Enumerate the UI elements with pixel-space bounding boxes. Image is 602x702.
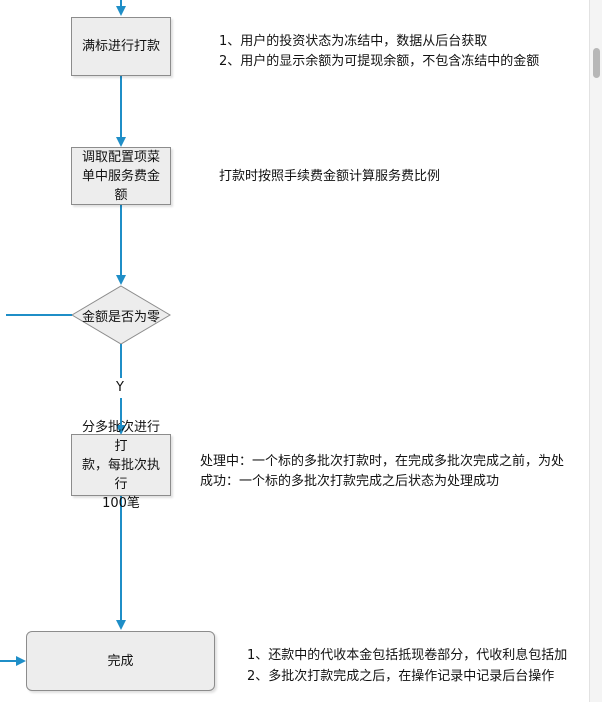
note-batch-line2: 成功：一个标的多批次打款完成之后状态为处理成功 [200,474,500,489]
node-full-bid-label: 满标进行打款 [81,39,160,54]
scrollbar-thumb[interactable] [593,48,600,78]
note-batch-line1: 处理中：一个标的多批次打款时，在完成多批次完成之前，为处 [200,454,565,469]
note-fee-config: 打款时按照手续费金额计算服务费比例 [219,169,441,184]
node-fee-config[interactable]: 调取配置项菜单中服务费金额 [71,147,171,205]
decision-label: 金额是否为零 [81,310,160,325]
note-full-bid-line1: 1、用户的投资状态为冻结中，数据从后台获取 [219,34,488,49]
node-complete[interactable]: 完成 [26,631,215,691]
vertical-scrollbar[interactable] [589,0,602,702]
node-batch-label-line1: 分多批次进行打 [81,419,160,454]
note-complete-line1: 1、还款中的代收本金包括抵现卷部分，代收利息包括加 [247,648,568,663]
node-full-bid-payout[interactable]: 满标进行打款 [71,17,171,76]
node-complete-label: 完成 [107,653,134,669]
node-batch-label-line3: 100笔 [102,495,140,511]
note-complete-line2: 2、多批次打款完成之后，在操作记录中记录后台操作 [247,669,555,684]
node-batch-label-line2: 款，每批次执行 [81,457,160,492]
edge-label-yes: Y [116,380,124,395]
node-fee-config-label: 调取配置项菜单中服务费金额 [81,149,160,203]
node-batch-payout[interactable]: 分多批次进行打 款，每批次执行 100笔 [71,420,171,511]
note-full-bid-line2: 2、用户的显示余额为可提现余额，不包含冻结中的金额 [219,54,540,69]
